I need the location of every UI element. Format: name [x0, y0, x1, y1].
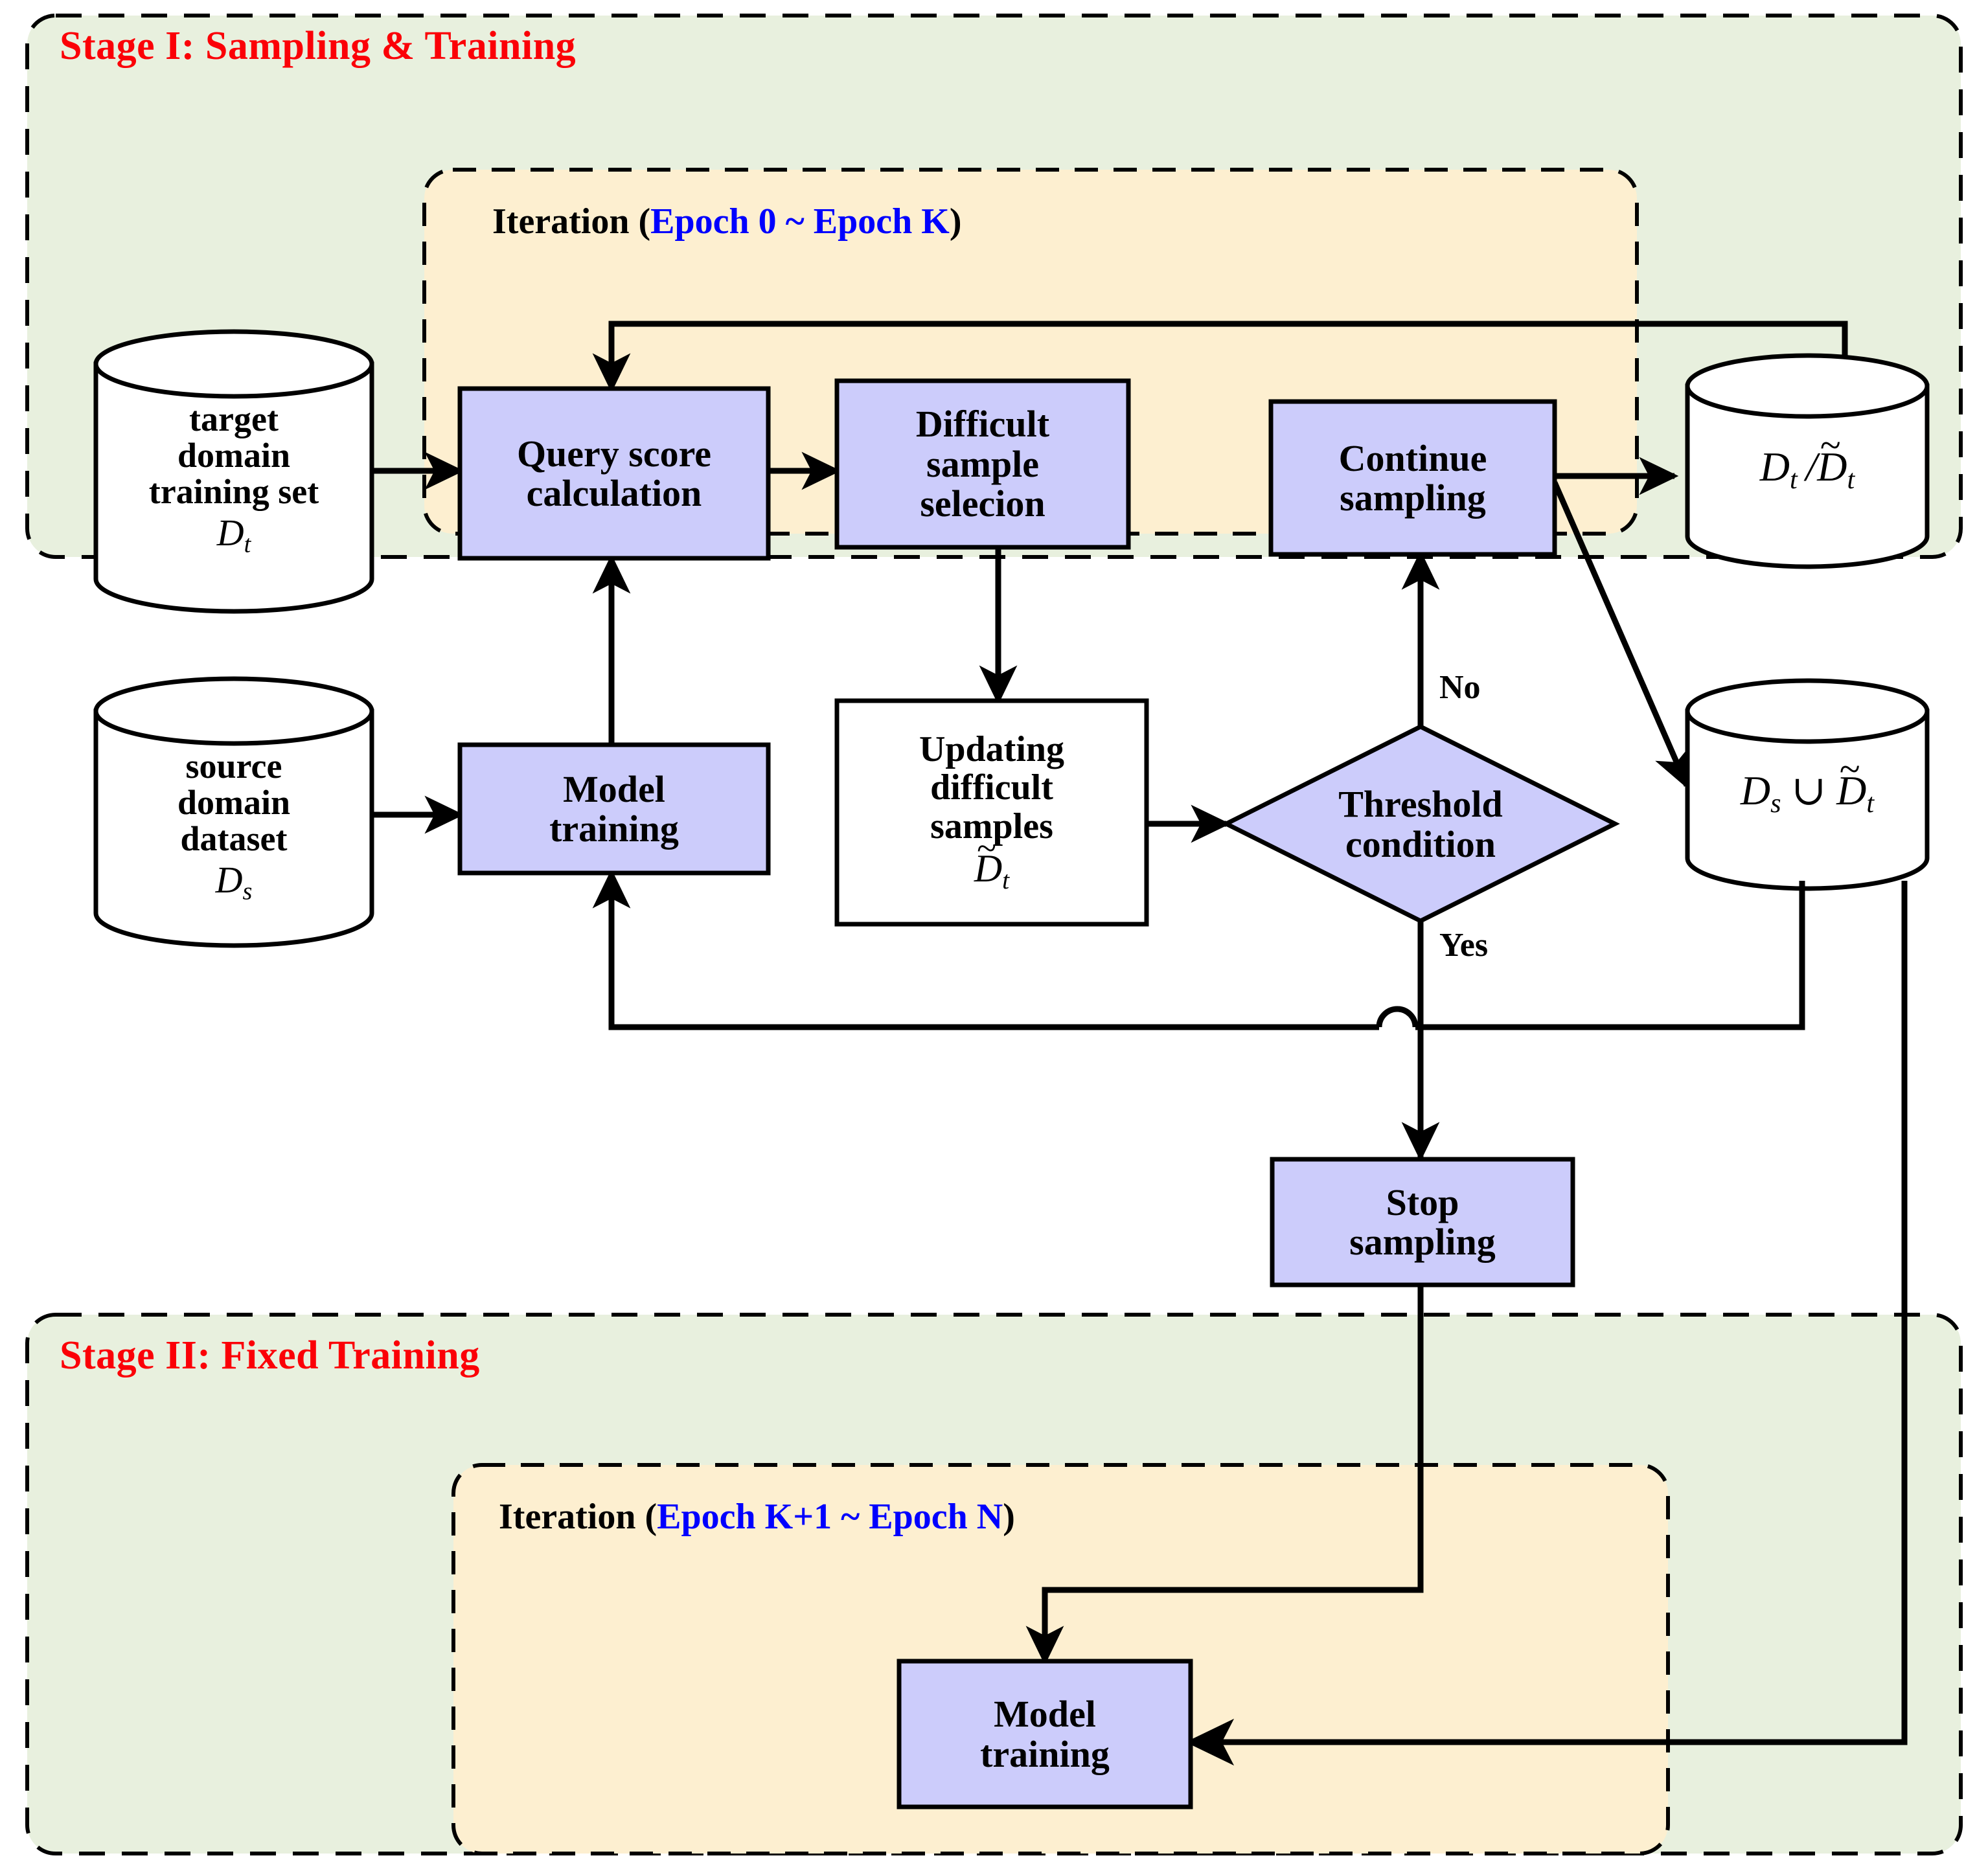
node-updating-difficult-samples[interactable] [834, 698, 1149, 927]
stage2-iteration-range: Epoch K+1 ~ Epoch N [657, 1497, 1003, 1537]
stage2-iteration-title: Iteration (Epoch K+1 ~ Epoch N) [499, 1496, 1015, 1537]
datastore-ds-union-dttilde[interactable] [1685, 678, 1930, 891]
datastore-dtpair-label: Dt /~Dt [1687, 402, 1927, 538]
datastore-target-line-1: domain [177, 435, 291, 475]
datastore-source-symbol: Ds [215, 858, 253, 905]
datastore-source-line-2: dataset [180, 819, 288, 858]
edge-stopsampling-to-modeltraining2 [1025, 1285, 1424, 1666]
datastore-dtpair-symbol: Dt /~Dt [1759, 424, 1855, 495]
edge-dsunion-to-modeltraining [592, 868, 1379, 1030]
stage1-iteration-title: Iteration (Epoch 0 ~ Epoch K) [492, 201, 961, 242]
stage1-iteration-suffix: ) [949, 201, 962, 242]
edge-label-no: No [1439, 669, 1481, 706]
edge-dsunion-down-left-a [1415, 914, 1805, 1030]
datastore-target-domain-training-set[interactable] [93, 329, 374, 614]
stage1-iteration-range: Epoch 0 ~ Epoch K [650, 201, 950, 242]
datastore-dsunion-symbol: Ds ∪ ~Dt [1740, 748, 1875, 819]
datastore-source-label: source domain dataset Ds [96, 729, 372, 924]
node-threshold-condition[interactable] [1221, 724, 1620, 924]
datastore-dsunion-label: Ds ∪ ~Dt [1687, 725, 1927, 861]
datastore-target-symbol: Dt [216, 511, 251, 558]
datastore-source-line-1: domain [177, 782, 291, 822]
node-continue-sampling[interactable] [1268, 399, 1557, 557]
stage2-iteration-suffix: ) [1003, 1497, 1015, 1537]
datastore-source-domain-dataset[interactable] [93, 676, 374, 948]
datastore-target-line-2: training set [148, 471, 319, 511]
stage1-iteration-prefix: Iteration ( [492, 201, 651, 242]
edge-label-yes: Yes [1439, 927, 1489, 964]
node-query-score-calculation[interactable] [457, 386, 771, 561]
node-stop-sampling[interactable] [1270, 1157, 1575, 1287]
stage2-title: Stage II: Fixed Training [60, 1333, 480, 1378]
node-model-training-stage2[interactable] [897, 1659, 1193, 1809]
datastore-target-label: target domain training set Dt [96, 382, 372, 576]
stage2-iteration-prefix: Iteration ( [499, 1497, 657, 1537]
edge-dsunion-to-modeltraining2 [1185, 914, 1908, 1766]
node-difficult-sample-selection[interactable] [834, 378, 1131, 550]
datastore-source-line-0: source [185, 746, 282, 786]
edge-continue-to-dsunion [1551, 481, 1691, 789]
stage1-title: Stage I: Sampling & Training [60, 24, 577, 68]
node-model-training-stage1[interactable] [457, 742, 771, 876]
datastore-target-line-0: target [189, 399, 279, 438]
datastore-dt-over-dttilde[interactable] [1685, 353, 1930, 569]
dsunion-stems [1799, 881, 1908, 926]
line-hop-arc [1376, 1006, 1419, 1028]
